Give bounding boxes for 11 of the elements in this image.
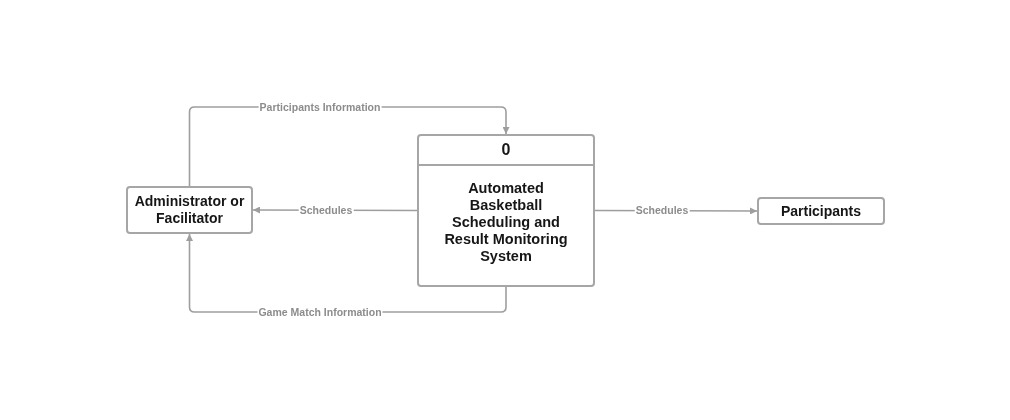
process-name: Automated Basketball Scheduling and Result Monitoring System: [443, 180, 569, 265]
external-entity-box: [126, 186, 253, 234]
process-box: [417, 134, 595, 287]
external-entity-box: [757, 197, 885, 225]
edge-label: Participants Information: [258, 101, 382, 113]
edge-label: Schedules: [298, 204, 354, 216]
entity-name: Administrator or Facilitator: [133, 193, 246, 227]
edge-label: Schedules: [634, 204, 690, 216]
entity-name: Participants: [779, 202, 863, 220]
process-number: 0: [501, 141, 511, 159]
edge-label: Game Match Information: [257, 306, 383, 318]
